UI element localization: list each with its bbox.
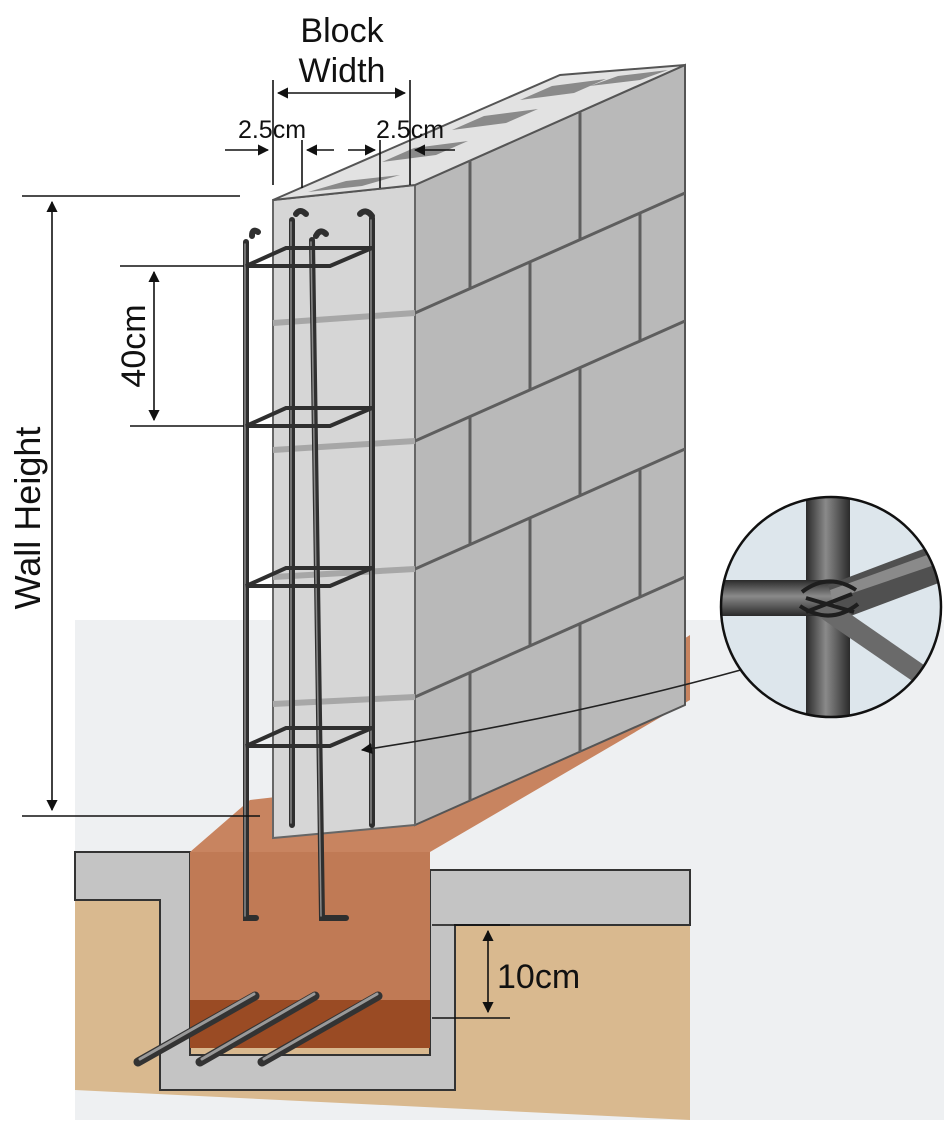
vertical-rebar xyxy=(289,208,309,828)
wall-height-label: Wall Height xyxy=(7,427,48,610)
cover-right-label: 2.5cm xyxy=(376,116,444,144)
block-core xyxy=(452,109,538,130)
vertical-rebar xyxy=(357,208,375,828)
block-width-label: Block xyxy=(300,12,384,50)
wall-long-face xyxy=(414,63,686,827)
footing-cover-label: 10cm xyxy=(497,958,580,996)
block-width-label-line2: Width xyxy=(299,52,386,90)
detail-leader-line xyxy=(360,667,749,755)
wire-tie-magnifier-icon xyxy=(719,495,943,719)
wall-height-dimension xyxy=(22,195,260,817)
block-core xyxy=(520,79,606,100)
cover-dimensions xyxy=(225,140,455,188)
stirrup xyxy=(245,246,373,268)
stirrup xyxy=(245,726,373,748)
stirrup xyxy=(245,566,373,588)
concrete-slab xyxy=(74,851,691,1091)
cover-left-label: 2.5cm xyxy=(238,116,306,144)
wall-top xyxy=(272,64,686,201)
footing-rebar xyxy=(133,991,260,1067)
block-wall xyxy=(272,63,686,840)
vertical-rebar xyxy=(243,227,261,921)
footing-rebar xyxy=(195,991,320,1067)
stirrup-spacing-label: 40cm xyxy=(115,304,153,387)
block-core xyxy=(590,70,668,86)
footing-cover-dimension xyxy=(432,924,510,1019)
vertical-rebar xyxy=(309,228,349,921)
stirrup-spacing-dimension xyxy=(120,265,244,427)
stirrup xyxy=(245,406,373,428)
block-width-dimension xyxy=(272,80,411,185)
block-core xyxy=(308,175,400,192)
footing-rebar xyxy=(257,991,383,1067)
footing-rebars xyxy=(133,991,383,1067)
rebar-cage xyxy=(243,208,375,921)
